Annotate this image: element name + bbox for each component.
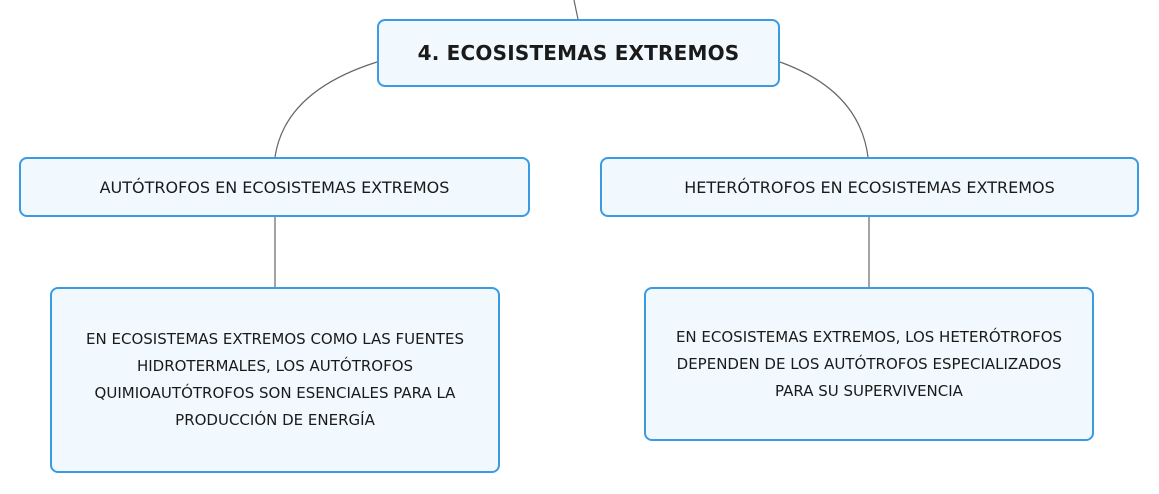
connector-root-to-heterotrofos — [779, 61, 869, 158]
topic-node-autotrofos[interactable]: AUTÓTROFOS EN ECOSISTEMAS EXTREMOS — [19, 157, 530, 217]
topic-label-heterotrofos: HETERÓTROFOS EN ECOSISTEMAS EXTREMOS — [684, 177, 1055, 197]
connector-from-parent — [573, 0, 579, 20]
detail-node-autotrofos[interactable]: EN ECOSISTEMAS EXTREMOS COMO LAS FUENTES… — [50, 287, 500, 473]
detail-text-heterotrofos: EN ECOSISTEMAS EXTREMOS, LOS HETERÓTROFO… — [675, 327, 1063, 400]
connector-root-to-autotrofos — [274, 61, 378, 158]
detail-text-autotrofos: EN ECOSISTEMAS EXTREMOS COMO LAS FUENTES… — [86, 330, 464, 429]
topic-label-autotrofos: AUTÓTROFOS EN ECOSISTEMAS EXTREMOS — [99, 177, 450, 197]
detail-node-heterotrofos[interactable]: EN ECOSISTEMAS EXTREMOS, LOS HETERÓTROFO… — [644, 287, 1094, 441]
root-topic-node[interactable]: 4. ECOSISTEMAS EXTREMOS — [377, 19, 780, 87]
topic-node-heterotrofos[interactable]: HETERÓTROFOS EN ECOSISTEMAS EXTREMOS — [600, 157, 1139, 217]
root-topic-label: 4. ECOSISTEMAS EXTREMOS — [417, 41, 740, 65]
